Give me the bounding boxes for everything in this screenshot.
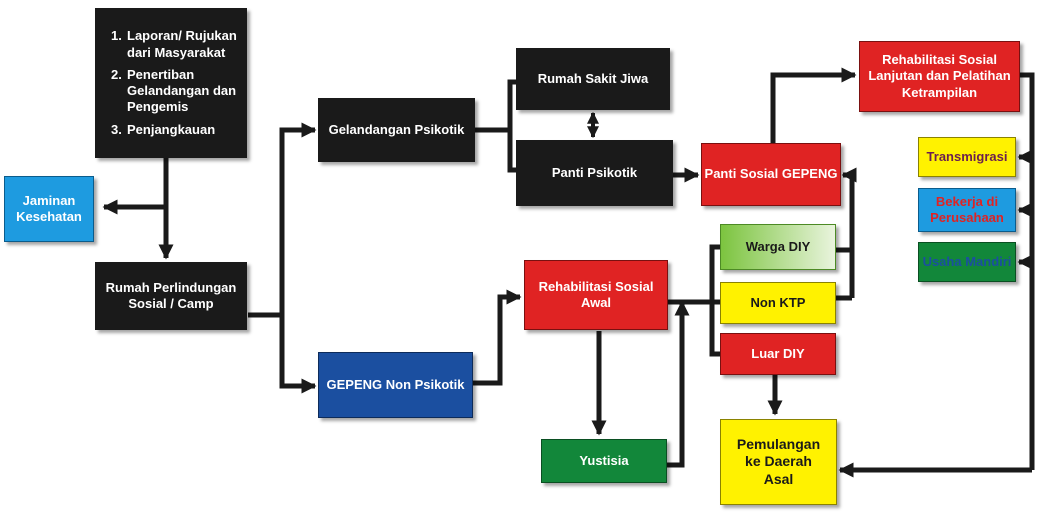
jaminan-kesehatan-label: Jaminan Kesehatan: [16, 192, 82, 224]
source-num: 3.: [111, 121, 122, 137]
usaha-mandiri-box: Usaha Mandiri: [918, 242, 1016, 282]
line-to-rsj: [507, 79, 516, 130]
source-list: 1. Laporan/ Rujukan dari Masyarakat 2. Pen…: [111, 28, 237, 138]
line-to-warga: [709, 244, 720, 302]
transmigrasi-label: Transmigrasi: [926, 148, 1008, 164]
rehab-sosial-lanjutan-label: Rehabilitasi Sosial Lanjutan dan Pelatih…: [868, 52, 1011, 100]
source-text: Laporan/ Rujukan dari Masyarakat: [127, 28, 237, 60]
warga-diy-box: Warga DIY: [720, 224, 836, 270]
transmigrasi-box: Transmigrasi: [918, 137, 1016, 177]
gepeng-non-psikotik-box: GEPENG Non Psikotik: [318, 352, 473, 418]
arrow-gepeng-to-rehab: [473, 289, 522, 386]
line-to-panti-psikotik: [507, 130, 516, 173]
rumah-perlindungan-label: Rumah Perlindungan Sosial / Camp: [105, 279, 237, 311]
source-num: 1.: [111, 28, 122, 44]
gepeng-non-psikotik-label: GEPENG Non Psikotik: [326, 376, 465, 392]
source-item: 3. Penjangkauan: [111, 122, 237, 138]
source-num: 2.: [111, 66, 122, 82]
rehab-sosial-lanjutan-box: Rehabilitasi Sosial Lanjutan dan Pelatih…: [859, 41, 1020, 112]
non-ktp-box: Non KTP: [720, 282, 836, 324]
luar-diy-box: Luar DIY: [720, 333, 836, 375]
jaminan-kesehatan-box: Jaminan Kesehatan: [4, 176, 94, 242]
line-yustisia-back: [667, 300, 690, 468]
rumah-perlindungan-box: Rumah Perlindungan Sosial / Camp: [95, 262, 247, 330]
yustisia-label: Yustisia: [579, 452, 629, 468]
panti-psikotik-box: Panti Psikotik: [516, 140, 673, 206]
rehab-sosial-awal-label: Rehabilitasi Sosial Awal: [538, 278, 654, 310]
luar-diy-label: Luar DIY: [751, 345, 805, 361]
gelandangan-psikotik-box: Gelandangan Psikotik: [318, 98, 475, 162]
pemulangan-box: Pemulangan ke Daerah Asal: [720, 419, 837, 505]
rehab-sosial-awal-box: Rehabilitasi Sosial Awal: [524, 260, 668, 330]
arrow-to-gepeng: [279, 315, 317, 394]
arrow-panti-to-rehab-lanjutan: [770, 67, 857, 143]
usaha-mandiri-label: Usaha Mandiri: [922, 253, 1012, 269]
gelandangan-psikotik-label: Gelandangan Psikotik: [328, 121, 465, 137]
arrow-to-gelandangan: [279, 122, 317, 315]
source-item: 2. Penertiban Gelandangan dan Pengemis: [111, 67, 237, 116]
arrow-to-panti-sosial: [841, 167, 857, 298]
panti-psikotik-label: Panti Psikotik: [551, 164, 638, 180]
source-box: 1. Laporan/ Rujukan dari Masyarakat 2. Pen…: [95, 8, 247, 158]
yustisia-box: Yustisia: [541, 439, 667, 483]
line-rehab-lanjutan-right: [1020, 72, 1035, 470]
non-ktp-label: Non KTP: [750, 294, 806, 310]
pemulangan-label: Pemulangan ke Daerah Asal: [736, 435, 821, 487]
rumah-sakit-jiwa-label: Rumah Sakit Jiwa: [537, 70, 649, 86]
source-item: 1. Laporan/ Rujukan dari Masyarakat: [111, 28, 237, 61]
source-text: Penertiban Gelandangan dan Pengemis: [127, 66, 237, 115]
line-to-luar: [709, 302, 720, 357]
panti-sosial-gepeng-box: Panti Sosial GEPENG: [701, 143, 841, 206]
warga-diy-label: Warga DIY: [745, 238, 811, 254]
panti-sosial-gepeng-label: Panti Sosial GEPENG: [704, 166, 838, 182]
bekerja-box: Bekerja di Perusahaan: [918, 188, 1016, 232]
rumah-sakit-jiwa-box: Rumah Sakit Jiwa: [516, 48, 670, 110]
source-text: Penjangkauan: [127, 121, 216, 137]
bekerja-label: Bekerja di Perusahaan: [930, 193, 1004, 225]
